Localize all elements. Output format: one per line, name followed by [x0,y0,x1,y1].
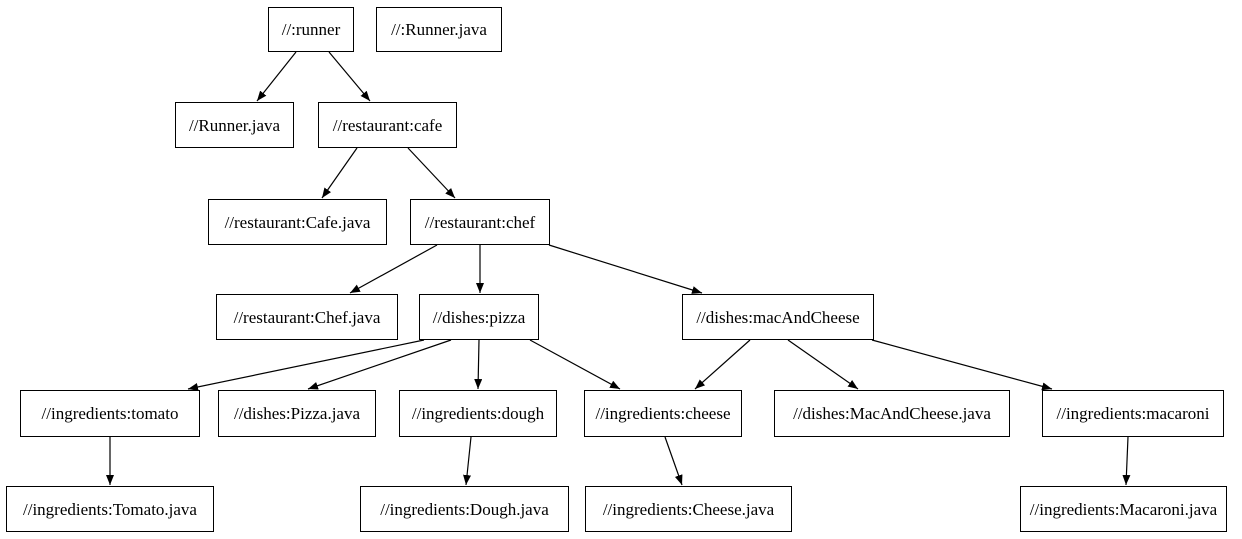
graph-node-label: //dishes:Pizza.java [233,404,361,423]
graph-node-cafe_java: //restaurant:Cafe.java [208,199,387,245]
graph-node-macaroni: //ingredients:macaroni [1042,390,1224,437]
graph-edge-macaroni-to-macaroni_java [1122,436,1131,486]
graph-edge-mac-to-cheese [694,339,751,390]
graph-node-label: //:Runner.java [391,20,487,39]
graph-node-mac_java: //dishes:MacAndCheese.java [774,390,1010,437]
graph-edge-cheese-to-cheese_java [664,436,683,486]
graph-edge-runner-to-runner_java [256,51,297,102]
graph-node-label: //ingredients:Dough.java [380,499,549,519]
graph-node-label: //ingredients:macaroni [1056,404,1210,423]
graph-node-chef: //restaurant:chef [410,199,550,245]
graph-edge-pizza-to-pizza_java [307,339,452,390]
graph-node-pizza: //dishes:pizza [419,294,539,340]
graph-node-dough: //ingredients:dough [399,390,557,437]
graph-edge-pizza-to-dough [474,339,483,390]
graph-node-label: //Runner.java [188,115,281,135]
graph-node-label: //:runner [281,20,341,39]
graph-edge-chef-to-mac [548,244,703,294]
graph-edge-runner-to-cafe [328,51,371,102]
graph-node-cheese_java: //ingredients:Cheese.java [585,486,792,532]
graph-node-label: //dishes:MacAndCheese.java [793,404,991,423]
graph-node-macaroni_java: //ingredients:Macaroni.java [1020,486,1227,532]
graph-node-tomato: //ingredients:tomato [20,390,200,437]
graph-node-label: //restaurant:chef [424,212,536,232]
graph-node-runner: //:runner [268,7,354,52]
graph-node-tomato_java: //ingredients:Tomato.java [6,486,214,532]
graph-node-label: //ingredients:dough [411,404,545,423]
graph-node-label: //ingredients:Tomato.java [23,499,197,519]
graph-edge-cafe-to-cafe_java [321,147,358,199]
graph-node-pizza_java: //dishes:Pizza.java [218,390,376,437]
graph-node-mac: //dishes:macAndCheese [682,294,874,340]
graph-node-runner_java: //Runner.java [175,102,294,148]
graph-edge-dough-to-dough_java [463,436,472,486]
graph-node-label: //dishes:macAndCheese [696,307,860,327]
graph-edge-pizza-to-cheese [529,339,621,390]
graph-node-label: //ingredients:cheese [595,404,731,423]
graph-node-cheese: //ingredients:cheese [584,390,742,437]
graph-node-label: //ingredients:Macaroni.java [1029,499,1218,519]
graph-node-label: //restaurant:Chef.java [233,307,381,327]
graph-node-runner_java_top: //:Runner.java [376,7,502,52]
graph-edge-pizza-to-tomato [187,339,425,391]
graph-node-label: //restaurant:Cafe.java [224,212,371,232]
graph-node-dough_java: //ingredients:Dough.java [360,486,569,532]
graph-node-label: //dishes:pizza [432,307,526,327]
graph-node-label: //ingredients:tomato [41,404,179,423]
graph-node-label: //ingredients:Cheese.java [602,499,775,519]
graph-edge-cafe-to-chef [407,147,456,199]
graph-edge-mac-to-macaroni [871,339,1053,391]
graph-edge-chef-to-chef_java [349,244,438,294]
graph-node-cafe: //restaurant:cafe [318,102,457,148]
graph-node-label: //restaurant:cafe [332,115,443,135]
graph-node-chef_java: //restaurant:Chef.java [216,294,398,340]
graph-edge-mac-to-mac_java [787,339,859,390]
